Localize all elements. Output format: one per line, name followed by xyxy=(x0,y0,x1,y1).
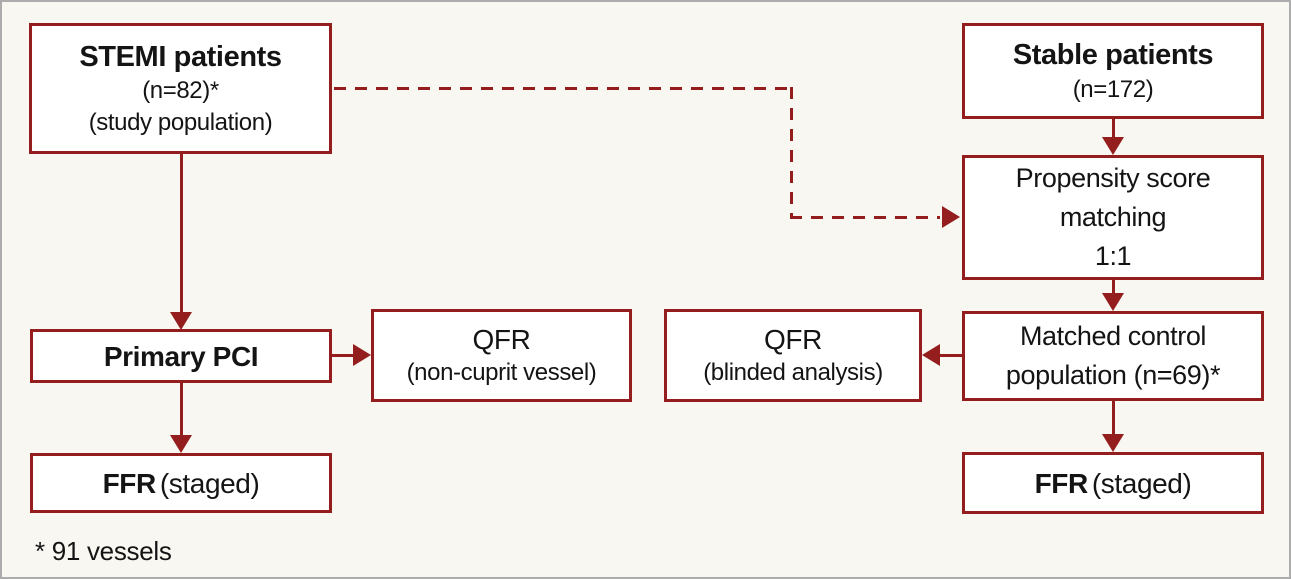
stemi-population-label: (study population) xyxy=(88,108,273,136)
arrowhead-stable-to-propensity xyxy=(1102,137,1124,155)
box-stemi-patients: STEMI patients (n=82)* (study population… xyxy=(29,23,332,154)
arrow-line-matched-to-ffr xyxy=(1112,401,1115,436)
propensity-line1: Propensity score xyxy=(1015,162,1211,193)
box-primary-pci: Primary PCI xyxy=(30,329,332,383)
dashed-line-stemi-horizontal2 xyxy=(790,216,940,219)
primary-pci-title: Primary PCI xyxy=(103,340,259,372)
box-ffr-staged-right: FFR (staged) xyxy=(962,452,1264,514)
arrowhead-matched-to-qfr xyxy=(922,344,940,366)
box-propensity-matching: Propensity score matching 1:1 xyxy=(962,155,1264,280)
ffr-right-bold: FFR xyxy=(1034,467,1089,499)
matched-line1: Matched control xyxy=(1019,320,1207,351)
footnote-vessels: * 91 vessels xyxy=(35,536,172,566)
arrow-line-pci-to-qfr xyxy=(332,354,354,357)
stemi-n: (n=82)* xyxy=(142,77,219,105)
arrowhead-matched-to-ffr xyxy=(1102,434,1124,452)
qfr-blinded-subtitle: (blinded analysis) xyxy=(703,359,883,387)
arrowhead-stemi-to-pci xyxy=(170,312,192,330)
ffr-left-bold: FFR xyxy=(102,467,157,499)
box-qfr-non-culprit: QFR (non-cuprit vessel) xyxy=(371,309,632,402)
arrow-line-pci-to-ffr xyxy=(180,383,183,438)
dashed-line-stemi-horizontal xyxy=(334,87,791,90)
arrow-line-stemi-to-pci xyxy=(180,154,183,314)
qfr-non-culprit-title: QFR xyxy=(472,324,531,356)
ffr-right-rest: (staged) xyxy=(1091,467,1192,499)
qfr-non-culprit-subtitle: (non-cuprit vessel) xyxy=(406,359,597,387)
arrow-line-stable-to-propensity xyxy=(1112,119,1115,139)
box-qfr-blinded: QFR (blinded analysis) xyxy=(664,309,922,402)
stemi-title: STEMI patients xyxy=(79,41,282,74)
ffr-left-rest: (staged) xyxy=(159,467,260,499)
propensity-line3: 1:1 xyxy=(1094,241,1132,272)
arrowhead-stemi-to-propensity xyxy=(942,206,960,228)
stable-n: (n=172) xyxy=(1072,75,1154,103)
box-matched-control: Matched control population (n=69)* xyxy=(962,311,1264,401)
arrowhead-pci-to-qfr xyxy=(353,344,371,366)
box-stable-patients: Stable patients (n=172) xyxy=(962,23,1264,119)
matched-line2: population (n=69)* xyxy=(1005,360,1221,390)
box-ffr-staged-left: FFR (staged) xyxy=(30,453,332,513)
arrow-line-propensity-to-matched xyxy=(1112,280,1115,295)
dashed-line-stemi-vertical xyxy=(790,87,793,218)
arrowhead-pci-to-ffr xyxy=(170,435,192,453)
qfr-blinded-title: QFR xyxy=(764,324,822,356)
stable-title: Stable patients xyxy=(1012,39,1214,72)
arrow-line-matched-to-qfr xyxy=(938,354,962,357)
propensity-line2: matching xyxy=(1059,201,1167,232)
arrowhead-propensity-to-matched xyxy=(1102,293,1124,311)
